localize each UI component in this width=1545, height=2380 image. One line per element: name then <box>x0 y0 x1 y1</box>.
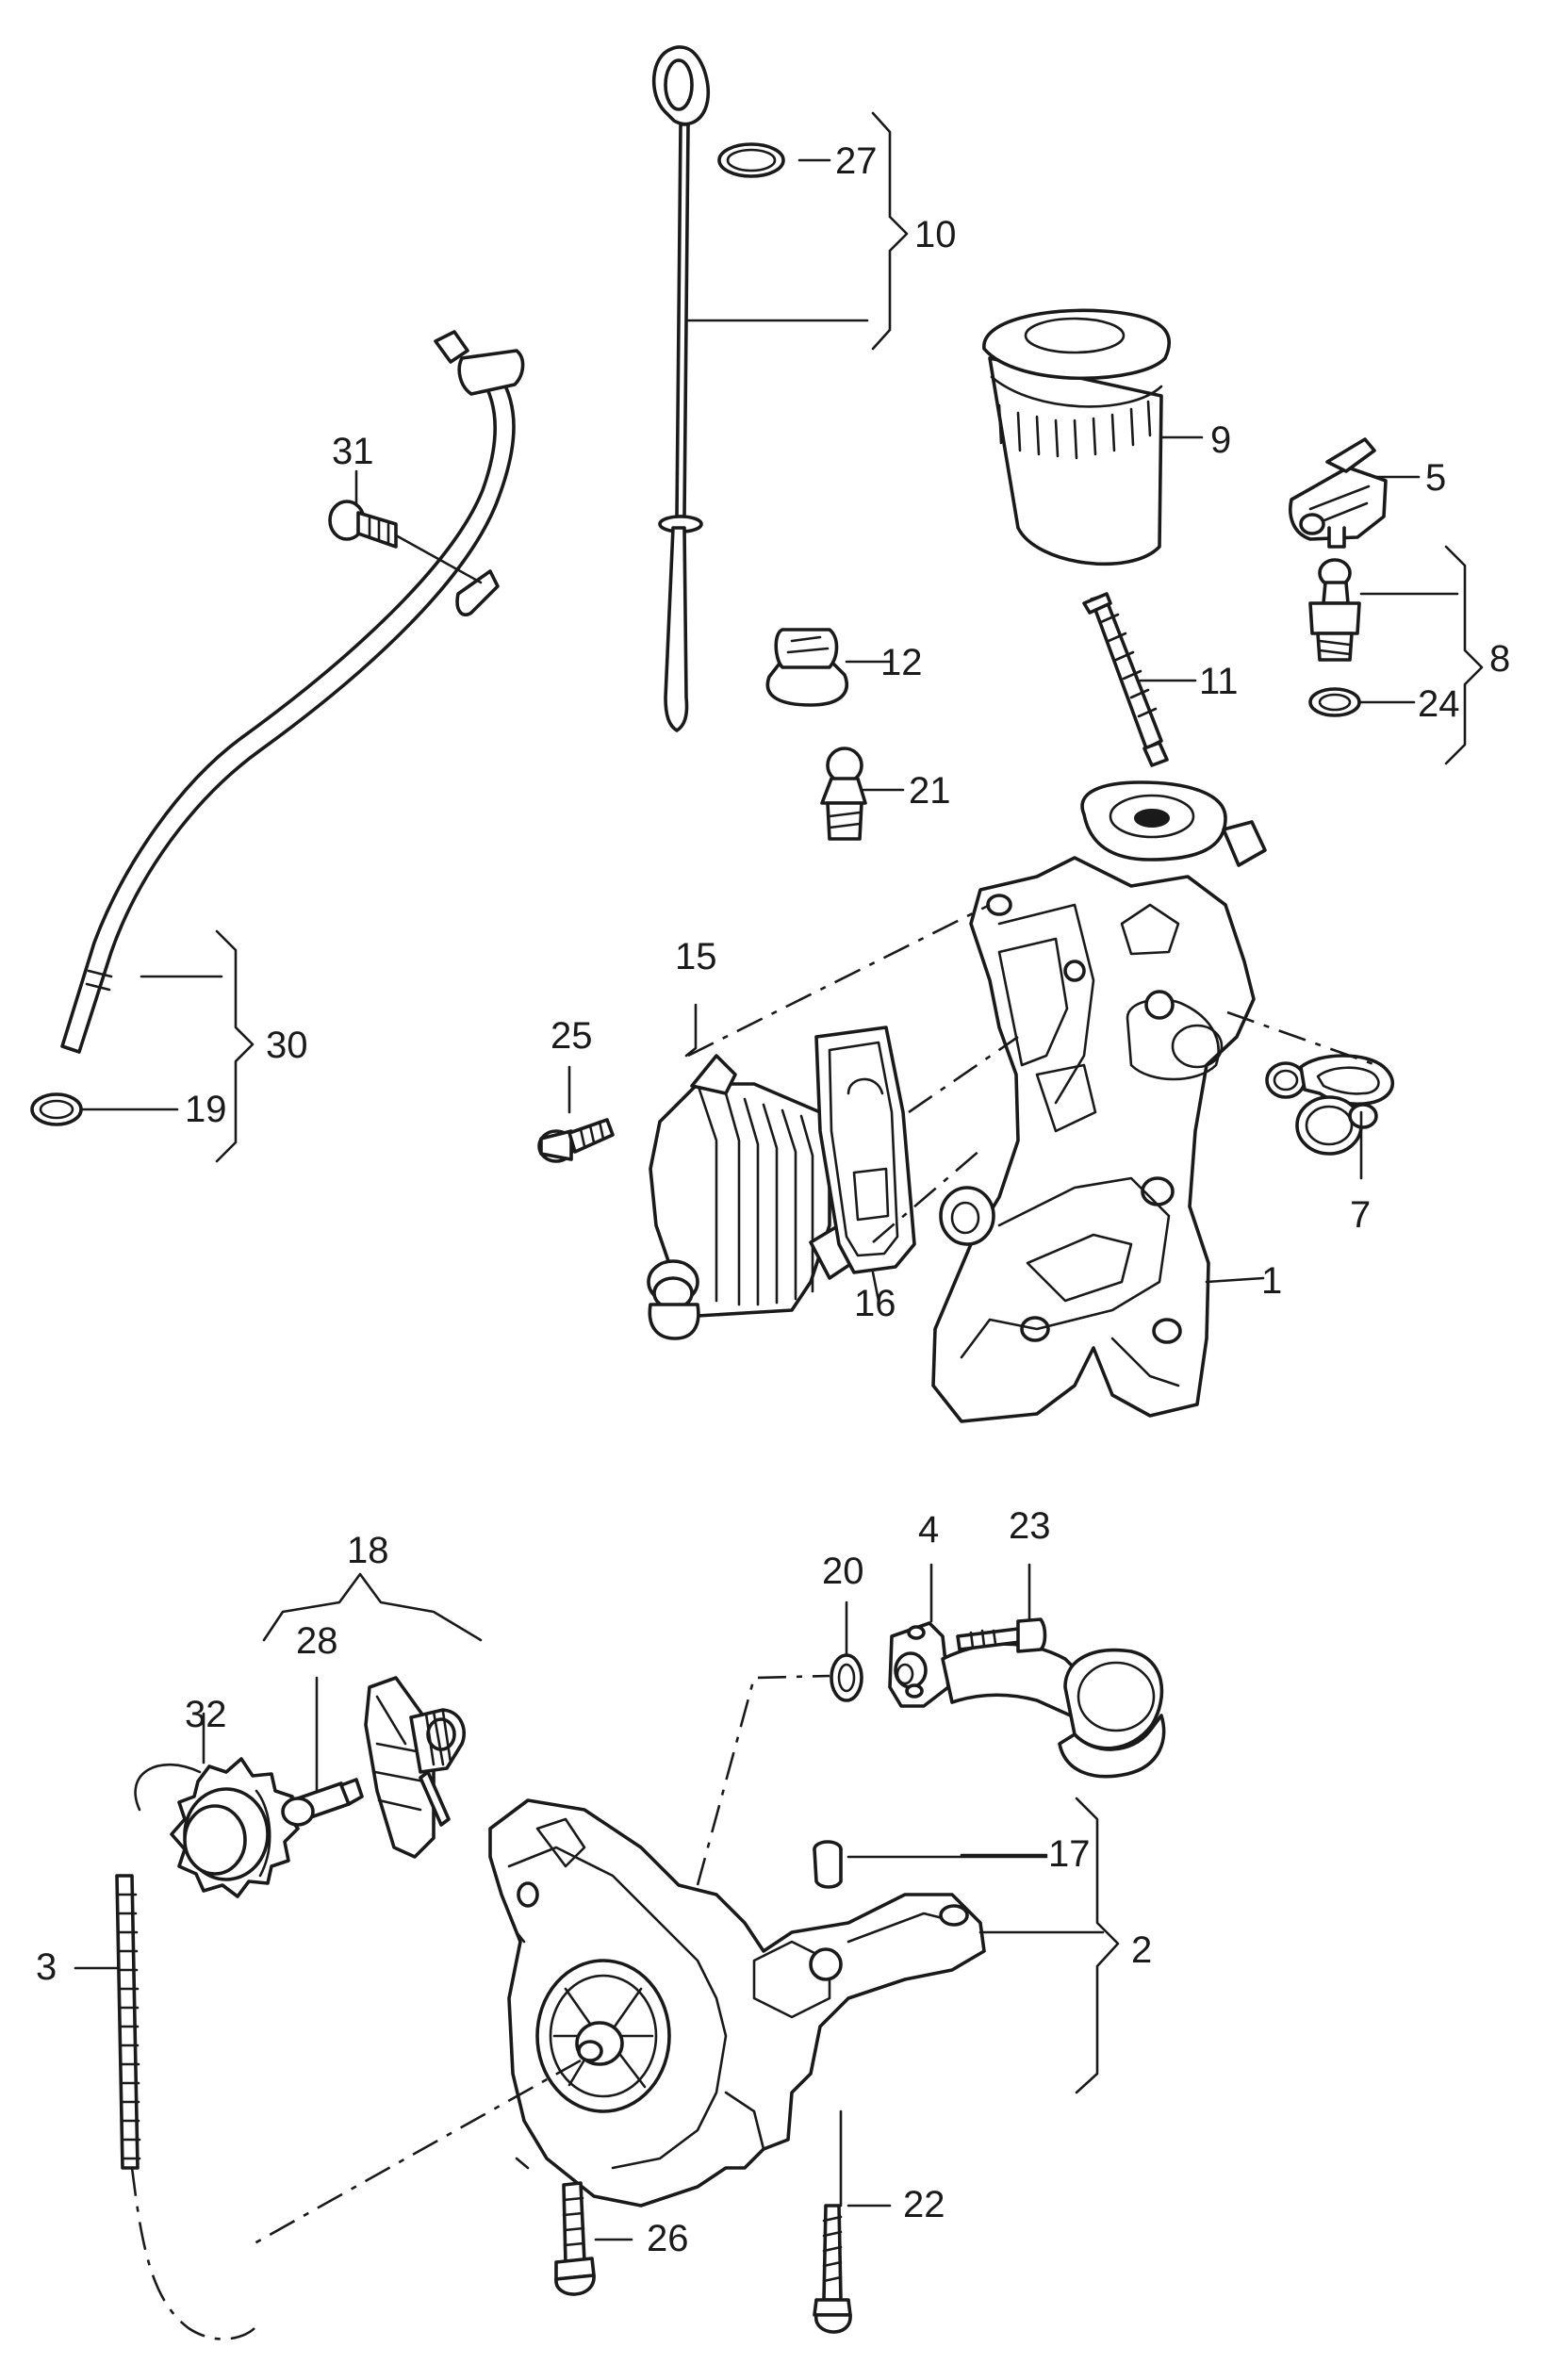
callout-3: 3 <box>36 1946 57 1988</box>
callout-7: 7 <box>1350 1194 1371 1236</box>
brace-30 <box>215 929 255 1163</box>
bolt-28-part <box>281 1778 364 1827</box>
washer-24-part <box>1308 687 1361 717</box>
brace-18 <box>262 1572 483 1642</box>
callout-15: 15 <box>675 936 717 977</box>
intake-pipe-part <box>888 1621 1166 1779</box>
timing-chain-part <box>115 1763 255 2340</box>
callout-8: 8 <box>1489 638 1510 680</box>
callout-26: 26 <box>647 2218 689 2259</box>
callout-10: 10 <box>914 214 957 255</box>
callout-1: 1 <box>1261 1260 1282 1302</box>
callout-2: 2 <box>1131 1929 1152 1971</box>
o-ring-27-part <box>717 142 785 178</box>
bolt-25-part <box>537 1118 615 1163</box>
bracket-5-part <box>1289 437 1388 549</box>
plug-12-part <box>765 628 848 707</box>
oil-filter-part <box>982 308 1172 566</box>
sprocket-part <box>170 1757 300 1898</box>
callout-12: 12 <box>880 642 923 683</box>
callout-24: 24 <box>1418 683 1460 725</box>
callout-11: 11 <box>1199 661 1239 702</box>
bolt-23-part <box>956 1617 1047 1653</box>
callout-20: 20 <box>822 1551 864 1592</box>
callout-28: 28 <box>296 1620 338 1662</box>
callout-30: 30 <box>266 1025 308 1066</box>
callout-23: 23 <box>1009 1505 1051 1547</box>
oil-pump-part <box>488 1798 986 2208</box>
upper-leader-lines <box>81 158 1459 1303</box>
oil-cooler-part <box>647 1054 854 1340</box>
callout-32: 32 <box>185 1694 227 1735</box>
callout-19: 19 <box>185 1089 227 1130</box>
callout-5: 5 <box>1425 457 1446 499</box>
tensioner-part <box>364 1676 467 1859</box>
seals-7-part <box>1265 1054 1395 1156</box>
bolt-31-part <box>328 500 483 584</box>
bolt-22-part <box>813 2204 852 2334</box>
callout-21: 21 <box>909 770 951 812</box>
callout-31: 31 <box>332 431 374 472</box>
o-ring-20-part <box>830 1653 863 1702</box>
o-ring-19-part <box>30 1092 83 1126</box>
callout-25: 25 <box>551 1015 593 1057</box>
callout-9: 9 <box>1210 419 1231 461</box>
strainer-11-part <box>1082 592 1169 767</box>
lower-leader-lines <box>74 1563 1105 2245</box>
callout-16: 16 <box>854 1283 896 1324</box>
dipstick-part <box>651 45 710 732</box>
callout-18: 18 <box>347 1530 389 1571</box>
callout-27: 27 <box>835 140 878 182</box>
guide-tube-part <box>60 330 525 1054</box>
brace-8 <box>1444 545 1484 765</box>
sender-21-part <box>820 747 867 841</box>
callout-22: 22 <box>903 2184 945 2225</box>
sensor-8-part <box>1308 558 1361 662</box>
sleeve-17-part <box>813 1840 843 1889</box>
callout-17: 17 <box>1048 1833 1091 1875</box>
brace-10 <box>871 111 909 351</box>
bolt-26-part <box>554 2181 596 2296</box>
filter-housing-part <box>931 780 1267 1423</box>
callout-4: 4 <box>918 1509 939 1551</box>
brace-2 <box>1075 1797 1120 2094</box>
gasket-16-part <box>814 1026 916 1274</box>
